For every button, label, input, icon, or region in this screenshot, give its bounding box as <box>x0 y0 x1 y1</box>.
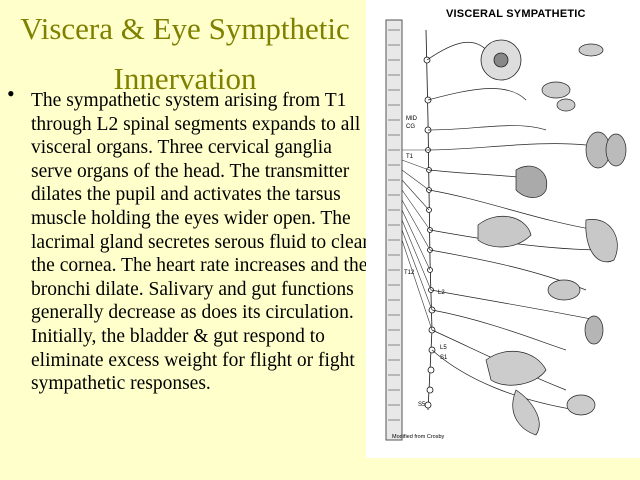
segment-label-s5: S5 <box>418 402 426 408</box>
segment-label-t12: T12 <box>404 270 415 276</box>
lungs-organ <box>585 131 627 169</box>
kidney-organs <box>584 315 604 345</box>
heart-organ <box>515 165 548 198</box>
preganglionic-fibres <box>401 149 433 331</box>
segment-label-l2: L2 <box>438 290 445 296</box>
segment-label-cg: CG <box>406 124 415 130</box>
postganglionic-fibres <box>426 41 607 411</box>
diagram-illustration <box>385 19 627 441</box>
bullet-marker: • <box>7 81 15 106</box>
segment-label-l5: L5 <box>440 345 447 351</box>
visceral-sympathetic-diagram: VISCERAL SYMPATHETIC MID CG T1 T12 L2 L5… <box>366 0 640 458</box>
gland-organs <box>541 43 604 112</box>
intestine-organs <box>485 351 596 436</box>
figure-title: VISCERAL SYMPATHETIC <box>446 8 586 20</box>
sympathetic-chain <box>423 29 436 411</box>
segment-label-t1: T1 <box>406 154 414 160</box>
segment-label-s1: S1 <box>440 355 448 361</box>
segment-label-mid: MID <box>406 116 417 122</box>
title-line-2: Innervation <box>113 61 257 96</box>
body-paragraph: The sympathetic system arising from T1 t… <box>31 90 369 395</box>
spinal-cord <box>385 19 403 441</box>
slide-title: Viscera & Eye Sympthetic Innervation <box>0 4 370 104</box>
figure-credit: Modified from Crosby <box>392 434 445 440</box>
liver-stomach-organs <box>477 216 618 301</box>
eye-organ <box>480 39 522 81</box>
title-line-1: Viscera & Eye Sympthetic <box>20 11 350 46</box>
